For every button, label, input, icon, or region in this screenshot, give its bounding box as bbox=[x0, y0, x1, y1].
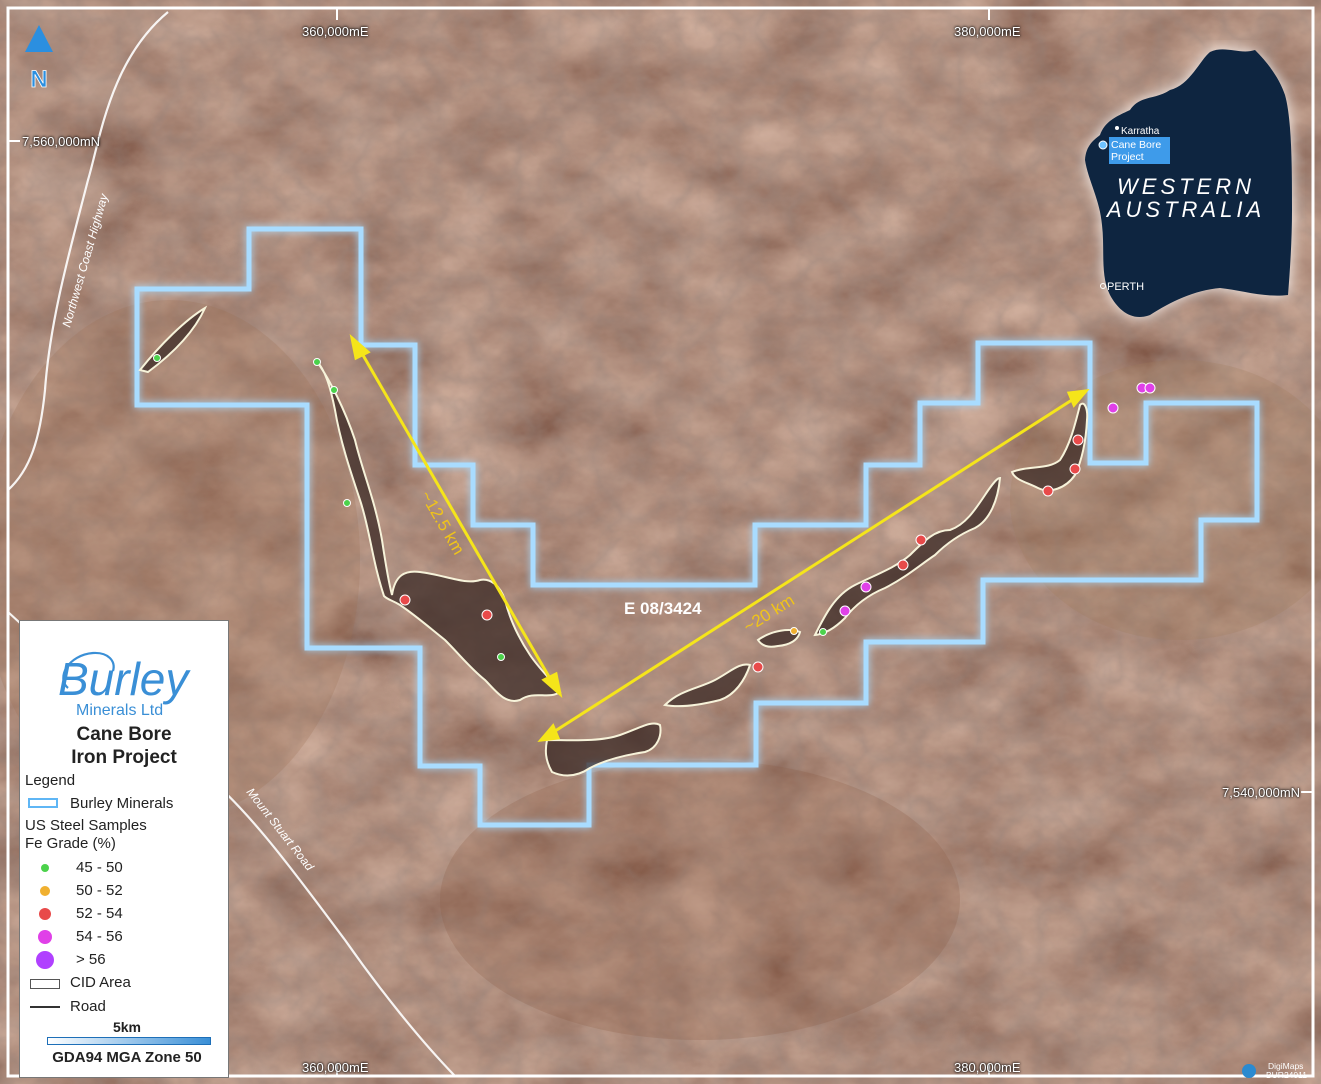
logo-subtitle: Minerals Ltd bbox=[76, 702, 163, 719]
grade-52-54-dot-icon bbox=[39, 908, 51, 920]
tenement-swatch-icon bbox=[28, 798, 58, 808]
legend-grade-52-54: 52 - 54 bbox=[76, 905, 123, 922]
legend-tenement-label: Burley Minerals bbox=[70, 795, 174, 812]
grade-54-56-dot-icon bbox=[38, 930, 52, 944]
project-marker bbox=[1098, 140, 1108, 150]
tenement-label: E 08/3424 bbox=[624, 599, 702, 618]
legend-grade-45-50: 45 - 50 bbox=[76, 859, 123, 876]
scale-bar bbox=[47, 1037, 211, 1045]
digimaps-credit: DigiMaps BUR24011 bbox=[1242, 1061, 1307, 1080]
project-title-line2: Iron Project bbox=[71, 747, 177, 768]
north-arrow-label: N bbox=[30, 66, 47, 93]
north-arrow-icon bbox=[25, 25, 53, 52]
grade-50-52-dot-icon bbox=[40, 886, 50, 896]
inset-project-line2: Project bbox=[1111, 151, 1144, 163]
legend-grade-over-56: > 56 bbox=[76, 951, 106, 968]
legend-samples-line1: US Steel Samples bbox=[25, 817, 147, 834]
grade-45-50-dot-icon bbox=[41, 864, 49, 872]
sample-points bbox=[153, 354, 1156, 673]
cid-swatch-icon bbox=[30, 979, 60, 989]
karratha-marker bbox=[1115, 126, 1119, 130]
legend-road-label: Road bbox=[70, 998, 106, 1015]
project-label-box bbox=[1109, 137, 1170, 164]
inset-perth: PERTH bbox=[1107, 281, 1144, 293]
grid-label-7540000: 7,540,000mN bbox=[1222, 785, 1301, 800]
road-line-icon bbox=[30, 1006, 60, 1008]
tenement-boundary bbox=[134, 226, 1260, 828]
legend-grade-54-56: 54 - 56 bbox=[76, 928, 123, 945]
scale-label: 5km bbox=[112, 1019, 142, 1035]
grid-label-380-top: 380,000mE bbox=[954, 24, 1021, 39]
cid-areas bbox=[138, 305, 1089, 777]
legend-title: Legend bbox=[25, 772, 76, 789]
logo-wordmark: Burley bbox=[58, 653, 191, 705]
grade-over-56-dot-icon bbox=[36, 951, 54, 969]
western-australia-shape bbox=[1085, 49, 1292, 318]
legend-grade-50-52: 50 - 52 bbox=[76, 882, 123, 899]
digimaps-globe-icon bbox=[1242, 1064, 1256, 1078]
north-arrow: N bbox=[25, 25, 53, 93]
distance-arrows bbox=[349, 333, 1090, 742]
road-northwest-coast-highway bbox=[7, 11, 169, 491]
inset-project-line1: Cane Bore bbox=[1111, 139, 1161, 151]
inset-state-line1: WESTERN bbox=[1117, 174, 1255, 199]
project-title-line1: Cane Bore bbox=[76, 724, 172, 745]
grid-label-360-bottom: 360,000mE bbox=[302, 1060, 369, 1075]
inset-state-line2: AUSTRALIA bbox=[1105, 197, 1265, 222]
inset-map-western-australia: Karratha Cane Bore Project WESTERN AUSTR… bbox=[1085, 49, 1292, 318]
credit-line1: DigiMaps bbox=[1268, 1061, 1303, 1071]
grid-label-7560000: 7,560,000mN bbox=[22, 134, 101, 149]
legend-panel: Burley Minerals Ltd Cane Bore Iron Proje… bbox=[19, 620, 229, 1078]
grid-label-380-bottom: 380,000mE bbox=[954, 1060, 1021, 1075]
datum-label: GDA94 MGA Zone 50 bbox=[52, 1049, 202, 1066]
inset-karratha: Karratha bbox=[1121, 126, 1160, 137]
logo-swoosh-icon bbox=[62, 651, 115, 689]
legend-samples-line2: Fe Grade (%) bbox=[25, 835, 116, 852]
burley-logo: Burley Minerals Ltd bbox=[58, 651, 191, 719]
grid-label-360-top: 360,000mE bbox=[302, 24, 369, 39]
perth-marker bbox=[1100, 283, 1106, 289]
credit-line2: BUR24011 bbox=[1266, 1070, 1307, 1080]
legend-cid-label: CID Area bbox=[70, 974, 131, 991]
project-title: Cane Bore Iron Project bbox=[20, 723, 228, 769]
